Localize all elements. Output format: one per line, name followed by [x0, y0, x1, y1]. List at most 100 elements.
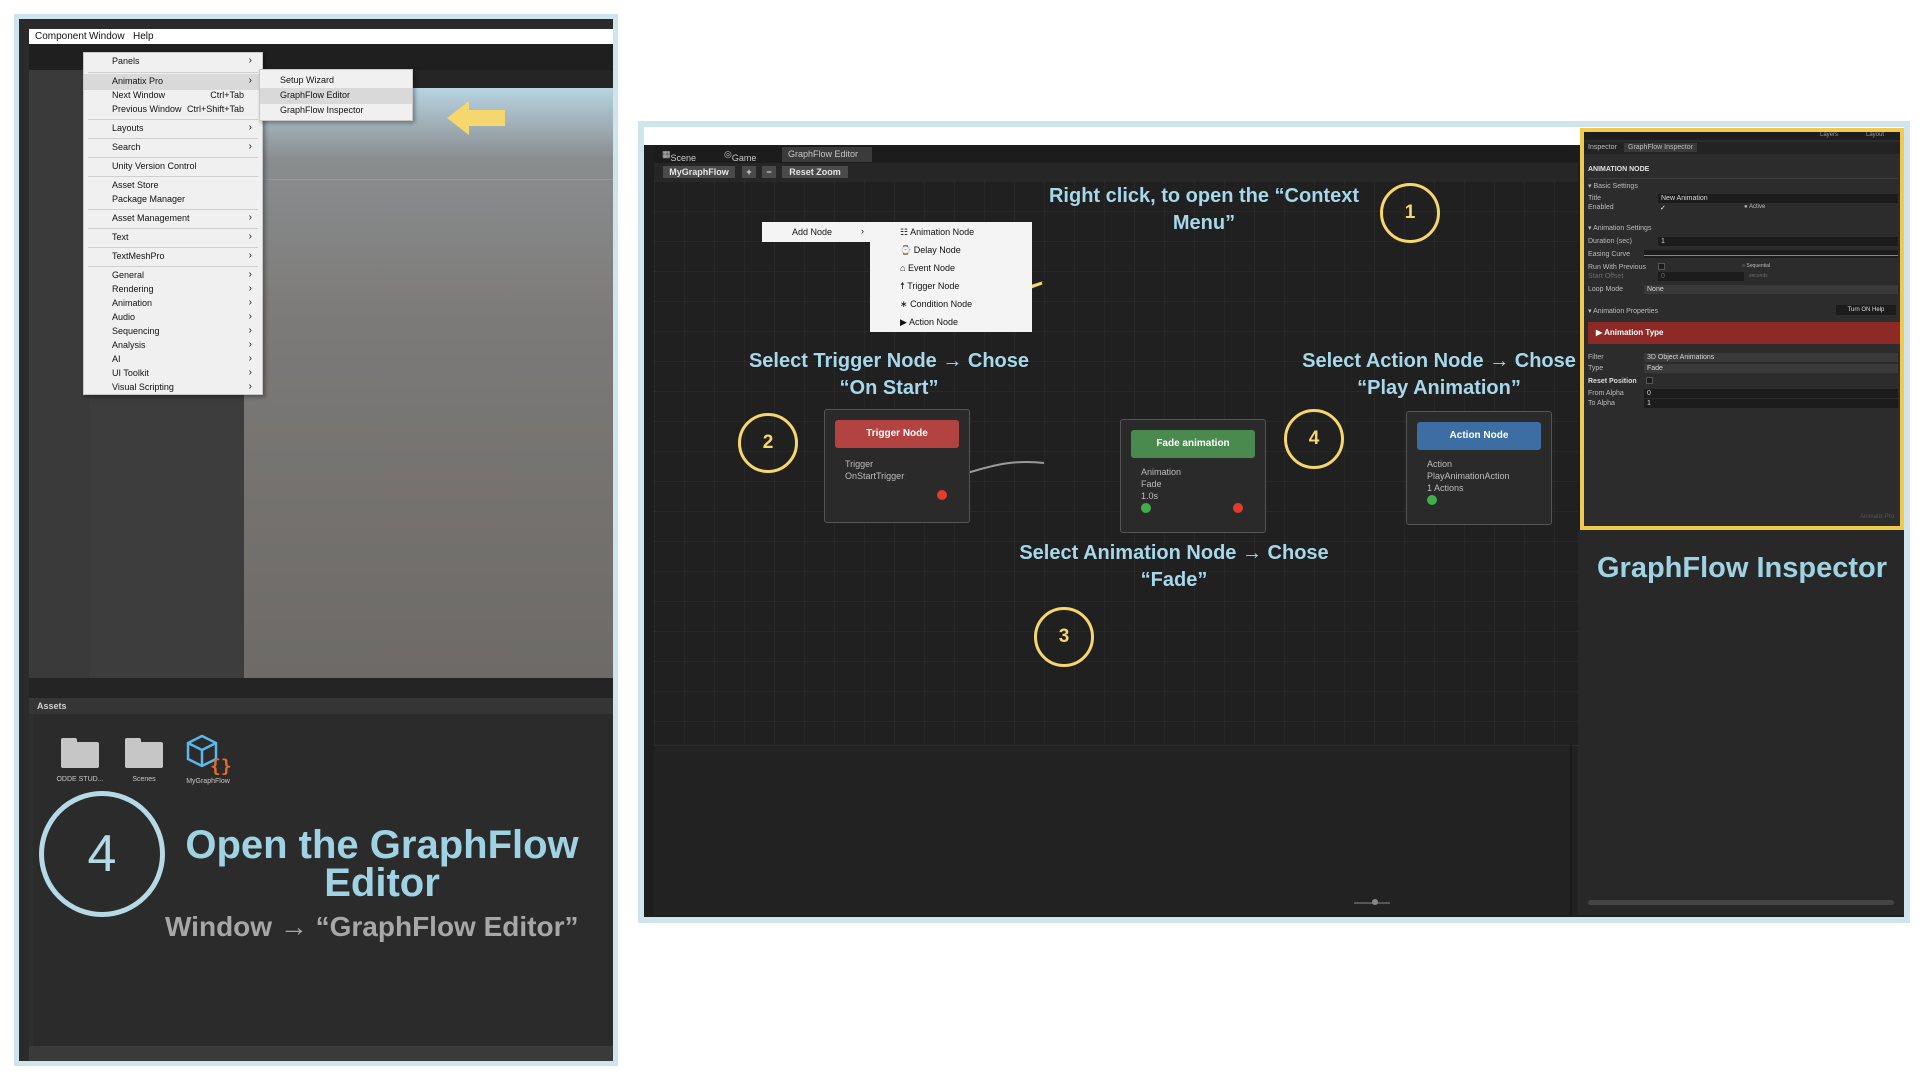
input-port[interactable] [1141, 503, 1151, 513]
duration-field[interactable]: 1 [1658, 237, 1898, 246]
input-port[interactable] [1427, 495, 1437, 505]
menu-item-animation[interactable]: Animation› [112, 297, 252, 308]
menu-item-general[interactable]: General› [112, 269, 252, 280]
menu-action-node[interactable]: ▶ Action Node [900, 317, 958, 327]
menu-item-layouts[interactable]: Layouts› [112, 122, 252, 133]
menu-event-node[interactable]: ⌂ Event Node [900, 263, 955, 273]
duration-label: Duration (sec) [1588, 238, 1632, 245]
menu-component[interactable]: Component [35, 31, 87, 42]
menu-item-text[interactable]: Text› [112, 231, 252, 242]
folder-icon [125, 738, 163, 768]
animation-type-foldout[interactable]: ▶ Animation Type [1588, 322, 1900, 344]
menubar: Component Window Help [29, 29, 613, 44]
menu-item-audio[interactable]: Audio› [112, 311, 252, 322]
menu-item-textmeshpro[interactable]: TextMeshPro› [112, 250, 252, 261]
asset-label: Scenes [132, 776, 156, 783]
asset-folder[interactable]: Scenes [109, 738, 179, 783]
pane-divider[interactable] [1570, 745, 1572, 915]
assets-header: Assets [29, 698, 613, 714]
run-with-previous-checkbox[interactable] [1658, 263, 1665, 270]
foldout-basic-settings[interactable]: ▾ Basic Settings [1588, 183, 1638, 190]
fade-node-title: Fade animation [1131, 430, 1255, 458]
help-toggle-button[interactable]: Turn ON Help [1836, 305, 1896, 315]
sequential-radio[interactable]: ○ Sequential [1742, 263, 1771, 269]
start-offset-field[interactable]: 0 [1658, 272, 1744, 281]
asset-label: MyGraphFlow [186, 778, 230, 785]
asset-folder[interactable]: ODDE STUD... [45, 738, 115, 783]
reset-zoom-button[interactable]: Reset Zoom [782, 166, 848, 178]
graph-canvas[interactable]: Add Node › ☷ Animation Node ⌚ Delay Node… [654, 181, 1578, 745]
menu-item-visual-scripting[interactable]: Visual Scripting› [112, 381, 252, 392]
graphflow-inspector: Layers Layout Inspector GraphFlow Inspec… [1580, 128, 1904, 530]
menu-item-ui-toolkit[interactable]: UI Toolkit› [112, 367, 252, 378]
title-field[interactable]: New Animation [1658, 194, 1898, 203]
menu-item-search[interactable]: Search› [112, 141, 252, 152]
menu-animation-node[interactable]: ☷ Animation Node [900, 227, 975, 237]
easing-curve-field[interactable] [1644, 250, 1898, 258]
trigger-node-value: OnStartTrigger [845, 471, 905, 481]
tab-scene[interactable]: ▦ Scene [662, 149, 697, 163]
trigger-node[interactable]: Trigger Node Trigger OnStartTrigger [824, 409, 970, 523]
reset-position-label: Reset Position [1588, 378, 1637, 385]
to-alpha-field[interactable]: 1 [1644, 399, 1898, 408]
zoom-out-button[interactable]: − [762, 166, 776, 178]
scroll-handle[interactable] [1372, 899, 1378, 905]
filter-dropdown[interactable]: 3D Object Animations [1644, 353, 1898, 362]
submenu-graphflow-editor[interactable]: GraphFlow Editor [260, 88, 412, 104]
fade-animation-node[interactable]: Fade animation Animation Fade 1.0s [1120, 419, 1266, 533]
loop-mode-dropdown[interactable]: None [1644, 285, 1898, 294]
run-with-previous-label: Run With Previous [1588, 264, 1646, 271]
zoom-in-button[interactable]: + [742, 166, 756, 178]
menu-help[interactable]: Help [133, 31, 154, 42]
menu-trigger-node[interactable]: ☨ Trigger Node [900, 281, 960, 291]
loop-mode-label: Loop Mode [1588, 286, 1624, 293]
graph-name-button[interactable]: MyGraphFlow [663, 166, 735, 178]
menu-item-ai[interactable]: AI› [112, 353, 252, 364]
seconds-label: seconds [1749, 273, 1768, 279]
foldout-animation-properties[interactable]: ▾ Animation Properties [1588, 308, 1659, 315]
menu-item-asset-store[interactable]: Asset Store [112, 180, 159, 190]
tab-inspector[interactable]: Inspector [1588, 144, 1617, 151]
menu-window[interactable]: Window [89, 31, 125, 42]
foldout-animation-settings[interactable]: ▾ Animation Settings [1588, 225, 1652, 232]
enabled-checkbox[interactable]: ✓ [1660, 205, 1666, 212]
menu-condition-node[interactable]: ∗ Condition Node [900, 299, 973, 309]
scene-view[interactable] [244, 88, 613, 678]
tab-game[interactable]: ◎ Game [724, 149, 757, 163]
from-alpha-label: From Alpha [1588, 390, 1624, 397]
type-dropdown[interactable]: Fade [1644, 364, 1898, 373]
menu-item-animatix-pro[interactable]: Animatix Pro› [84, 74, 262, 90]
editor-tabbar: ▦ Scene ◎ Game GraphFlow Editor [654, 145, 1578, 163]
add-node-menu-item[interactable]: Add Node › [792, 226, 864, 237]
from-alpha-field[interactable]: 0 [1644, 389, 1898, 398]
graph-toolbar: MyGraphFlow + − Reset Zoom [654, 163, 1578, 181]
submenu-graphflow-inspector[interactable]: GraphFlow Inspector [280, 105, 364, 115]
annotation-trigger: Select Trigger Node → Chose “On Start” [748, 350, 1030, 399]
menu-delay-node[interactable]: ⌚ Delay Node [900, 245, 961, 255]
submenu-setup-wizard[interactable]: Setup Wizard [280, 75, 335, 85]
menu-item-rendering[interactable]: Rendering› [112, 283, 252, 294]
menu-item-analysis[interactable]: Analysis› [112, 339, 252, 350]
divider [1588, 178, 1898, 179]
hierarchy-panel [29, 70, 89, 680]
menu-item-package-manager[interactable]: Package Manager [112, 194, 186, 204]
asset-graphflow[interactable]: {} MyGraphFlow [173, 732, 243, 785]
inspector-scrollbar[interactable] [1588, 900, 1894, 905]
annotation-animation: Select Animation Node → Chose “Fade” [1019, 542, 1329, 591]
menu-item-asset-management[interactable]: Asset Management› [112, 212, 252, 223]
output-port[interactable] [1233, 503, 1243, 513]
action-node-value: PlayAnimationAction [1427, 471, 1510, 481]
tab-graphflow-editor[interactable]: GraphFlow Editor [782, 147, 872, 162]
output-port[interactable] [937, 490, 947, 500]
tab-graphflow-inspector[interactable]: GraphFlow Inspector [1624, 143, 1697, 152]
fade-node-type: Animation [1141, 467, 1182, 477]
menu-item-sequencing[interactable]: Sequencing› [112, 325, 252, 336]
inspector-topbar: Layers Layout [1584, 132, 1900, 140]
menu-item-panels[interactable]: Panels› [112, 55, 252, 66]
action-node[interactable]: Action Node Action PlayAnimationAction 1… [1406, 411, 1552, 525]
menu-item-unity-version-control[interactable]: Unity Version Control [112, 161, 197, 171]
active-radio[interactable]: ● Active [1744, 204, 1766, 210]
reset-position-checkbox[interactable] [1646, 377, 1653, 384]
